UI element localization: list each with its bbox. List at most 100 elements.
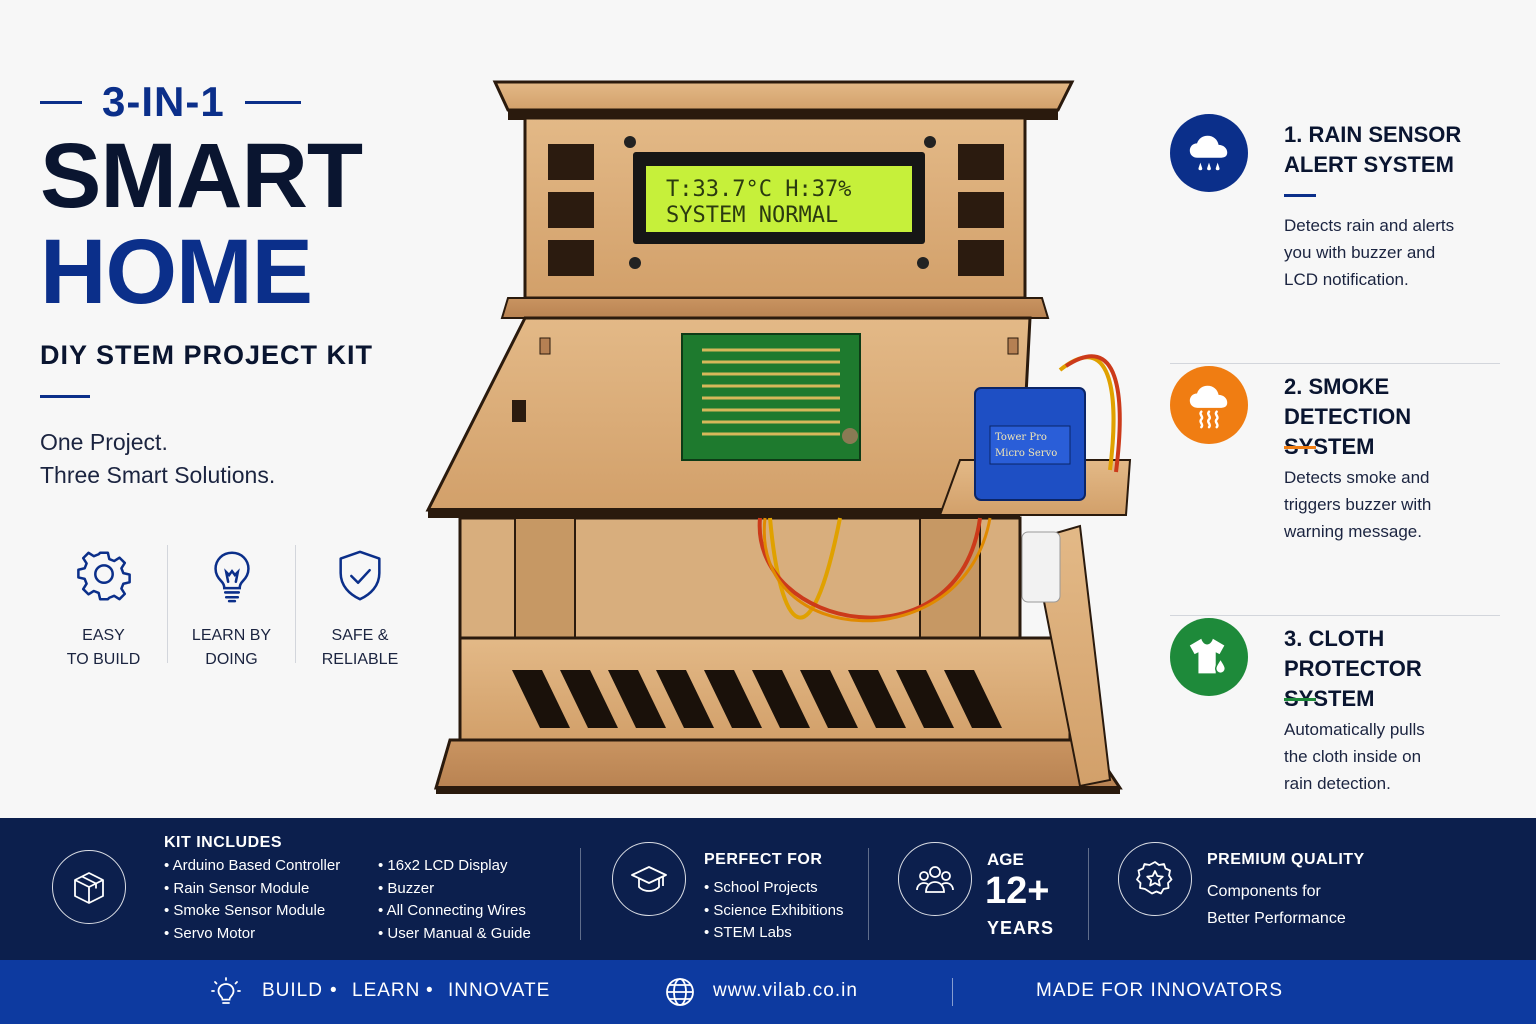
servo-brand: Tower Pro xyxy=(995,432,1047,443)
age-unit: YEARS xyxy=(987,918,1055,938)
kit-list-col1: Arduino Based Controller Rain Sensor Mod… xyxy=(164,855,341,946)
quality-line2: Better Performance xyxy=(1207,910,1346,927)
system-cloth-badge xyxy=(1170,618,1248,696)
list-item: Rain Sensor Module xyxy=(164,878,340,901)
system-rain-desc: Detects rain and alerts you with buzzer … xyxy=(1284,212,1484,293)
kicker: 3-IN-1 xyxy=(40,78,400,126)
feature-learn-line1: LEARN BY xyxy=(191,627,272,644)
tagline-line2: Three Smart Solutions. xyxy=(40,462,276,488)
system-smoke-desc-line3: warning message. xyxy=(1284,522,1422,541)
list-item: 16x2 LCD Display xyxy=(378,855,531,878)
list-item: Buzzer xyxy=(378,878,531,901)
footer-innovate: INNOVATE xyxy=(448,980,551,1001)
system-rain-desc-line3: LCD notification. xyxy=(1284,270,1409,289)
system-rain-rule xyxy=(1284,194,1316,197)
system-rain-title: 1. RAIN SENSOR ALERT SYSTEM xyxy=(1284,120,1504,180)
system-smoke: 2. SMOKE DETECTION SYSTEM Detects smoke … xyxy=(1170,364,1500,616)
feature-easy: EASY TO BUILD xyxy=(40,545,168,668)
system-cloth-desc: Automatically pulls the cloth inside on … xyxy=(1284,716,1484,797)
feature-learn-label: LEARN BY DOING xyxy=(168,624,295,672)
subtitle: DIY STEM PROJECT KIT xyxy=(40,340,374,370)
feature-list: EASY TO BUILD LEARN BY DOING SAFE & RELI… xyxy=(40,545,424,668)
kicker-rule-right xyxy=(244,100,301,104)
system-rain-title-line1: 1. RAIN SENSOR xyxy=(1284,122,1462,147)
rain-cloud-icon xyxy=(1189,135,1228,171)
feature-safe: SAFE & RELIABLE xyxy=(296,545,424,668)
servo-model: Micro Servo xyxy=(995,448,1057,459)
group-icon-ring xyxy=(898,842,972,916)
lightbulb-icon xyxy=(211,977,241,1004)
system-smoke-desc-line2: triggers buzzer with xyxy=(1284,495,1432,514)
graduation-cap-icon xyxy=(631,866,667,892)
system-smoke-title: 2. SMOKE DETECTION SYSTEM xyxy=(1284,372,1504,462)
feature-safe-label: SAFE & RELIABLE xyxy=(296,624,424,672)
footer-build: BUILD xyxy=(262,980,323,1001)
quality-text: Components for Better Performance xyxy=(1207,878,1346,932)
band-divider xyxy=(580,848,581,940)
system-smoke-desc: Detects smoke and triggers buzzer with w… xyxy=(1284,464,1484,545)
feature-easy-line1: EASY xyxy=(82,627,125,644)
system-cloth-desc-line3: rain detection. xyxy=(1284,774,1391,793)
list-item: Servo Motor xyxy=(164,923,340,946)
feature-easy-label: EASY TO BUILD xyxy=(40,624,167,672)
band-divider xyxy=(868,848,869,940)
smart-home-kit-image: T:33.7°C H:37% SYSTEM NORMAL xyxy=(425,80,1132,794)
group-icon xyxy=(916,866,954,893)
footer-divider xyxy=(952,978,953,1006)
kicker-text: 3-IN-1 xyxy=(102,78,225,125)
quality-line1: Components for xyxy=(1207,883,1321,900)
award-badge-icon xyxy=(1136,861,1173,895)
age-heading: AGE xyxy=(987,850,1024,869)
footer-slogan: MADE FOR INNOVATORS xyxy=(1036,980,1284,1001)
footer-learn: LEARN xyxy=(352,980,421,1001)
kit-list-col2: 16x2 LCD Display Buzzer All Connecting W… xyxy=(378,855,531,945)
system-smoke-desc-line1: Detects smoke and xyxy=(1284,468,1430,487)
feature-learn-line2: DOING xyxy=(205,651,258,668)
footer-dot: • xyxy=(426,980,434,1001)
system-smoke-badge xyxy=(1170,366,1248,444)
footer-website-link[interactable]: www.vilab.co.in xyxy=(713,980,858,1001)
kicker-rule-left xyxy=(40,100,82,104)
system-cloth-desc-line2: the cloth inside on xyxy=(1284,747,1422,766)
list-item: Arduino Based Controller xyxy=(164,855,341,878)
list-item: All Connecting Wires xyxy=(378,900,531,923)
perfect-heading: PERFECT FOR xyxy=(704,851,823,868)
lightbulb-icon xyxy=(213,551,250,603)
age-value: 12+ xyxy=(985,870,1050,912)
list-item: STEM Labs xyxy=(704,922,844,945)
title-home: HOME xyxy=(40,221,313,323)
lcd-line2: SYSTEM NORMAL xyxy=(666,203,838,228)
globe-icon xyxy=(666,978,694,1006)
lcd-screen xyxy=(646,166,912,232)
system-cloth-title: 3. CLOTH PROTECTOR SYSTEM xyxy=(1284,624,1504,714)
footer: BUILD • LEARN • INNOVATE www.vilab.co.in… xyxy=(0,960,1536,1024)
specs-band: KIT INCLUDES Arduino Based Controller Ra… xyxy=(0,818,1536,960)
system-rain-desc-line1: Detects rain and alerts xyxy=(1284,216,1455,235)
system-smoke-title-line1: 2. SMOKE xyxy=(1284,374,1390,399)
feature-safe-line2: RELIABLE xyxy=(321,651,399,668)
box-icon xyxy=(74,872,104,904)
perfect-list: School Projects Science Exhibitions STEM… xyxy=(704,877,844,945)
award-badge-icon-ring xyxy=(1118,842,1192,916)
system-cloth-title-line1: 3. CLOTH xyxy=(1284,626,1385,651)
system-cloth-title-line2: PROTECTOR SYSTEM xyxy=(1284,656,1422,711)
footer-dot: • xyxy=(330,980,338,1001)
smoke-cloud-icon xyxy=(1189,385,1228,429)
band-divider xyxy=(1088,848,1089,940)
list-item: Science Exhibitions xyxy=(704,900,843,923)
system-cloth: 3. CLOTH PROTECTOR SYSTEM Automatically … xyxy=(1170,616,1500,868)
graduation-cap-icon-ring xyxy=(612,842,686,916)
shield-check-icon xyxy=(339,550,381,601)
tagline: One Project. Three Smart Solutions. xyxy=(40,426,400,492)
shirt-drop-icon xyxy=(1189,638,1227,674)
system-cloth-desc-line1: Automatically pulls xyxy=(1284,720,1425,739)
system-rain-desc-line2: you with buzzer and xyxy=(1284,243,1436,262)
title-smart: SMART xyxy=(40,125,363,227)
accent-rule xyxy=(40,395,90,398)
lcd-line1: T:33.7°C H:37% xyxy=(666,177,851,202)
system-smoke-rule xyxy=(1284,446,1316,449)
system-rain: 1. RAIN SENSOR ALERT SYSTEM Detects rain… xyxy=(1170,112,1500,364)
list-item: Smoke Sensor Module xyxy=(164,900,340,923)
hero-text: 3-IN-1 SMART HOME DIY STEM PROJECT KIT O… xyxy=(40,78,400,492)
feature-easy-line2: TO BUILD xyxy=(66,651,141,668)
